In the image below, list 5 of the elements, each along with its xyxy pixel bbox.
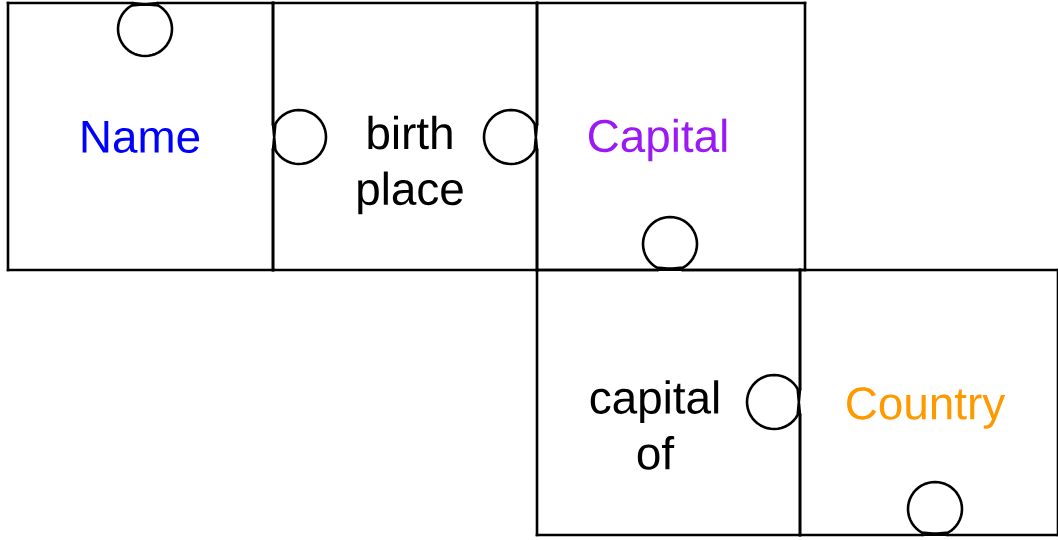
puzzle-piece: birth place bbox=[271, 1, 539, 272]
puzzle-piece: Country bbox=[798, 268, 1058, 537]
puzzle-piece: Name bbox=[6, 1, 275, 272]
puzzle-piece: Capital bbox=[535, 1, 807, 272]
puzzle-piece: capital of bbox=[535, 268, 802, 537]
